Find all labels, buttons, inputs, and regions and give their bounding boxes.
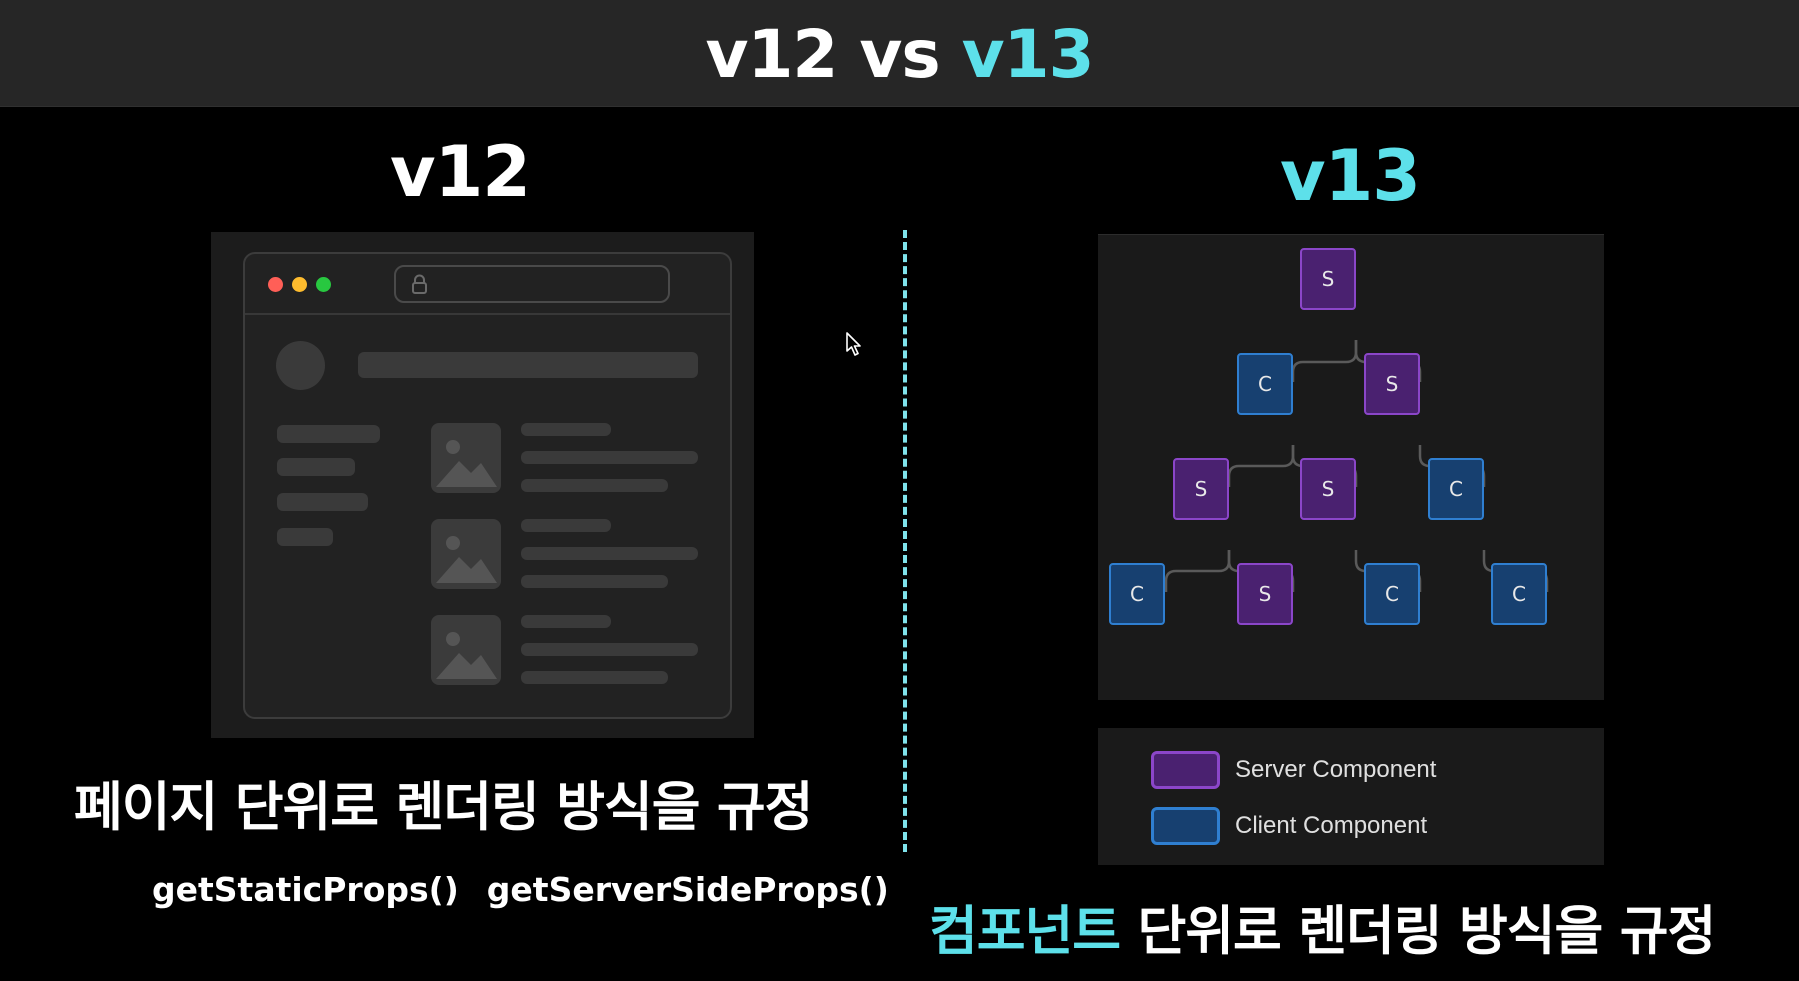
content-placeholder-line: [521, 479, 668, 492]
content-placeholder-line: [521, 643, 698, 656]
lock-icon: [412, 274, 427, 294]
sidebar-placeholder-line: [277, 493, 368, 511]
v13-heading: v13: [1279, 135, 1421, 217]
v12-caption: 페이지 단위로 렌더링 방식을 규정: [74, 777, 813, 838]
image-placeholder-icon: [431, 519, 501, 589]
image-placeholder-icon: [431, 615, 501, 685]
mouse-cursor-icon: [846, 332, 861, 356]
content-placeholder-line: [521, 451, 698, 464]
content-placeholder-line: [521, 671, 668, 684]
server-component-node: S: [1300, 458, 1356, 520]
server-component-node: S: [1300, 248, 1356, 310]
image-placeholder-icon: [431, 423, 501, 493]
minimize-dot-icon: [292, 277, 307, 292]
content-placeholder-line: [521, 423, 611, 436]
browser-toolbar-divider: [245, 313, 730, 315]
title-v13: v13: [961, 16, 1095, 93]
maximize-dot-icon: [316, 277, 331, 292]
title-bar: [0, 0, 1799, 107]
method-get-server-side-props: getServerSideProps(): [486, 870, 889, 909]
column-divider: [903, 230, 907, 852]
sidebar-placeholder-line: [277, 458, 355, 476]
v12-heading: v12: [389, 131, 531, 213]
header-placeholder-bar: [358, 352, 698, 378]
avatar-placeholder: [276, 341, 325, 390]
client-component-node: C: [1428, 458, 1484, 520]
title-v12-vs: v12 vs: [705, 16, 940, 93]
sidebar-placeholder-line: [277, 528, 333, 546]
v13-caption-rest: 단위로 렌더링 방식을 규정: [1120, 901, 1716, 962]
server-component-node: S: [1364, 353, 1420, 415]
client-component-node: C: [1237, 353, 1293, 415]
client-component-node: C: [1364, 563, 1420, 625]
v13-caption-highlight: 컴포넌트: [929, 901, 1121, 962]
content-placeholder-line: [521, 519, 611, 532]
client-component-node: C: [1491, 563, 1547, 625]
address-bar: [394, 265, 670, 303]
v13-caption: 컴포넌트 단위로 렌더링 방식을 규정: [929, 900, 1716, 964]
client-component-swatch: [1151, 807, 1220, 845]
content-placeholder-line: [521, 547, 698, 560]
sidebar-placeholder-line: [277, 425, 380, 443]
method-get-static-props: getStaticProps(): [152, 870, 459, 909]
server-component-node: S: [1237, 563, 1293, 625]
legend-server-label: Server Component: [1235, 756, 1437, 783]
legend-client-label: Client Component: [1235, 812, 1428, 839]
client-component-node: C: [1109, 563, 1165, 625]
page-title: v12 vs v13: [0, 14, 1799, 96]
content-placeholder-line: [521, 615, 611, 628]
server-component-swatch: [1151, 751, 1220, 789]
close-dot-icon: [268, 277, 283, 292]
content-placeholder-line: [521, 575, 668, 588]
server-component-node: S: [1173, 458, 1229, 520]
data-fetching-methods: getStaticProps() getServerSideProps(): [152, 868, 889, 912]
